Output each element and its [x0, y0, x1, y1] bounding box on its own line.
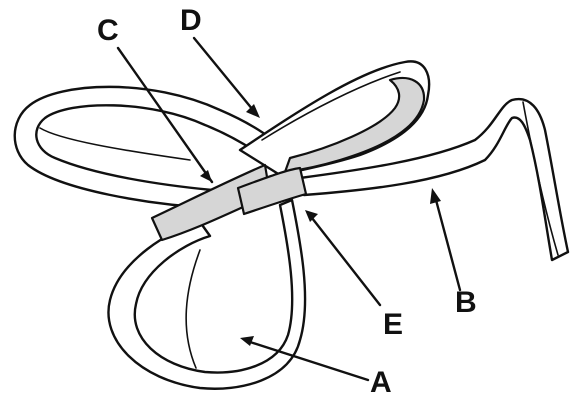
label-c: C	[97, 14, 119, 47]
label-b: B	[455, 286, 477, 319]
lower-loop-a	[108, 200, 305, 389]
label-d: D	[180, 4, 202, 37]
leader-b	[430, 188, 460, 290]
label-a: A	[370, 366, 392, 394]
leader-e	[305, 210, 380, 305]
velcro-tab-d	[240, 61, 429, 175]
label-e: E	[383, 308, 403, 341]
